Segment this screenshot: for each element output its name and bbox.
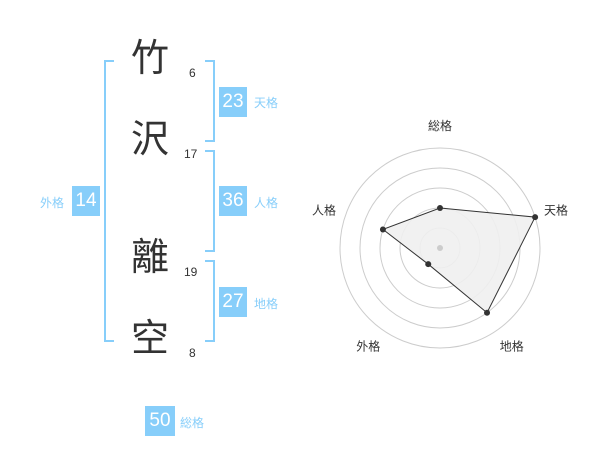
radar-point xyxy=(532,214,539,221)
stroke-count-3: 19 xyxy=(184,265,198,279)
radar-ring xyxy=(339,147,541,349)
radar-point xyxy=(379,226,386,233)
jinkaku-value: 36 xyxy=(219,186,247,216)
gaikaku-value: 14 xyxy=(72,186,100,216)
soukaku-label: 総格 xyxy=(180,416,205,430)
stroke-count-4: 8 xyxy=(189,346,196,360)
radar-axis-label: 人格 xyxy=(312,202,336,217)
chikaku-label: 地格 xyxy=(254,297,279,311)
radar-polygon xyxy=(381,207,536,314)
name-char-4: 空 xyxy=(130,316,169,360)
tenkaku-value: 23 xyxy=(219,87,247,117)
tenkaku-label: 天格 xyxy=(254,96,279,110)
radar-center xyxy=(437,245,443,251)
stroke-count-2: 17 xyxy=(184,147,198,161)
radar-axis-label: 天格 xyxy=(544,202,568,217)
jinkaku-label: 人格 xyxy=(254,196,279,210)
gaikaku-label: 外格 xyxy=(40,196,65,210)
radar-point xyxy=(437,205,443,211)
radar-point xyxy=(425,261,432,268)
name-char-1: 竹 xyxy=(130,36,169,80)
radar-axis-label: 総格 xyxy=(428,118,452,133)
radar-point xyxy=(484,309,491,316)
gaikaku-bracket xyxy=(104,60,114,342)
stroke-count-1: 6 xyxy=(189,66,196,80)
radar-axis-label: 外格 xyxy=(356,339,380,354)
radar-axis-label: 地格 xyxy=(500,339,524,354)
jinkaku-bracket xyxy=(205,150,215,252)
tenkaku-bracket xyxy=(205,60,215,142)
chikaku-bracket xyxy=(205,260,215,342)
name-char-3: 離 xyxy=(130,235,169,279)
chikaku-value: 27 xyxy=(219,287,247,317)
name-char-2: 沢 xyxy=(130,117,169,161)
soukaku-value: 50 xyxy=(145,406,175,436)
